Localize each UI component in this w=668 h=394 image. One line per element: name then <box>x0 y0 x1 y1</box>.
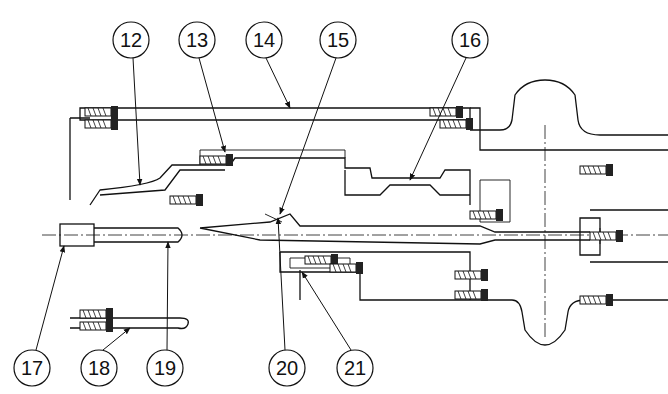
shaft <box>60 214 600 246</box>
housing <box>70 80 668 345</box>
leader-lines <box>36 58 466 350</box>
callout-number: 12 <box>120 30 142 50</box>
callout-circles <box>14 22 488 386</box>
callout-number: 17 <box>21 358 43 378</box>
callout-number: 16 <box>459 30 481 50</box>
callout-number: 20 <box>276 358 298 378</box>
callout-number: 18 <box>88 358 110 378</box>
centerline <box>42 235 668 236</box>
callout-number: 14 <box>253 30 275 50</box>
callout-number: 13 <box>186 30 208 50</box>
lower-housing <box>70 252 500 329</box>
callout-number: 21 <box>344 358 366 378</box>
callout-number: 15 <box>327 30 349 50</box>
callout-number: 19 <box>154 358 176 378</box>
sleeve <box>90 150 510 222</box>
bolts <box>80 106 623 332</box>
